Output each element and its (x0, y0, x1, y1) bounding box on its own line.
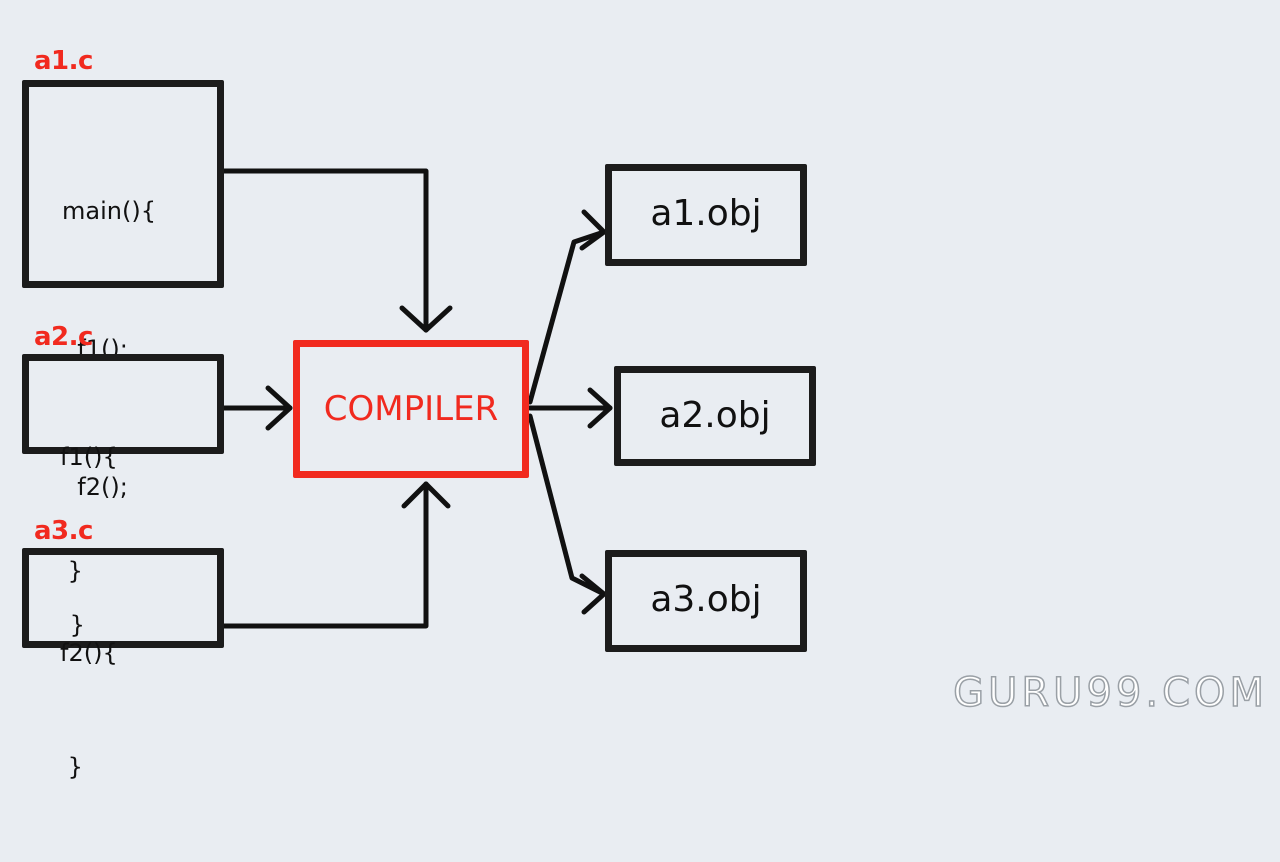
arrowhead-compiler-to-a1obj (579, 209, 607, 251)
connector-a3-to-compiler (221, 481, 429, 629)
source-code-a3: f2(){ } (60, 558, 118, 862)
source-box-a1 (22, 80, 224, 288)
source-file-label-a2: a2.c (34, 322, 93, 352)
code-line: } (62, 611, 85, 639)
output-label-a1-obj: a1.obj (650, 193, 762, 234)
code-line: f1(){ (60, 443, 118, 471)
output-box-a3-obj: a3.obj (605, 550, 807, 652)
code-line: f2(){ (60, 639, 118, 667)
output-box-a2-obj: a2.obj (614, 366, 816, 466)
arrowhead-a3-to-compiler (401, 481, 451, 509)
arrowhead-compiler-to-a3obj (579, 573, 607, 615)
source-box-a3 (22, 548, 224, 648)
connector-a1-to-compiler (221, 168, 429, 333)
source-box-a2 (22, 354, 224, 454)
arrowhead-compiler-to-a2obj (587, 387, 613, 429)
output-label-a3-obj: a3.obj (650, 579, 762, 620)
compiler-label: COMPILER (323, 389, 499, 429)
code-line: } (60, 557, 83, 585)
code-line: main(){ (62, 197, 156, 225)
code-line: f2(); (62, 473, 128, 501)
source-file-label-a1: a1.c (34, 46, 93, 76)
diagram-canvas: a1.c main(){ f1(); f2(); } a2.c f1(){ } … (22, 46, 1268, 781)
source-file-label-a3: a3.c (34, 516, 93, 546)
connector-layer (221, 168, 613, 629)
connector-compiler-to-a3obj (527, 413, 607, 597)
arrowhead-a2-to-compiler (265, 385, 293, 431)
source-code-a2: f1(){ } (60, 362, 118, 666)
watermark-text: GURU99.COM (952, 669, 1268, 717)
output-label-a2-obj: a2.obj (659, 395, 771, 436)
output-box-a1-obj: a1.obj (605, 164, 807, 266)
compiler-box: COMPILER (293, 340, 529, 478)
code-line: } (60, 753, 83, 781)
arrowhead-a1-to-compiler (399, 305, 453, 333)
connector-compiler-to-a1obj (527, 229, 607, 405)
